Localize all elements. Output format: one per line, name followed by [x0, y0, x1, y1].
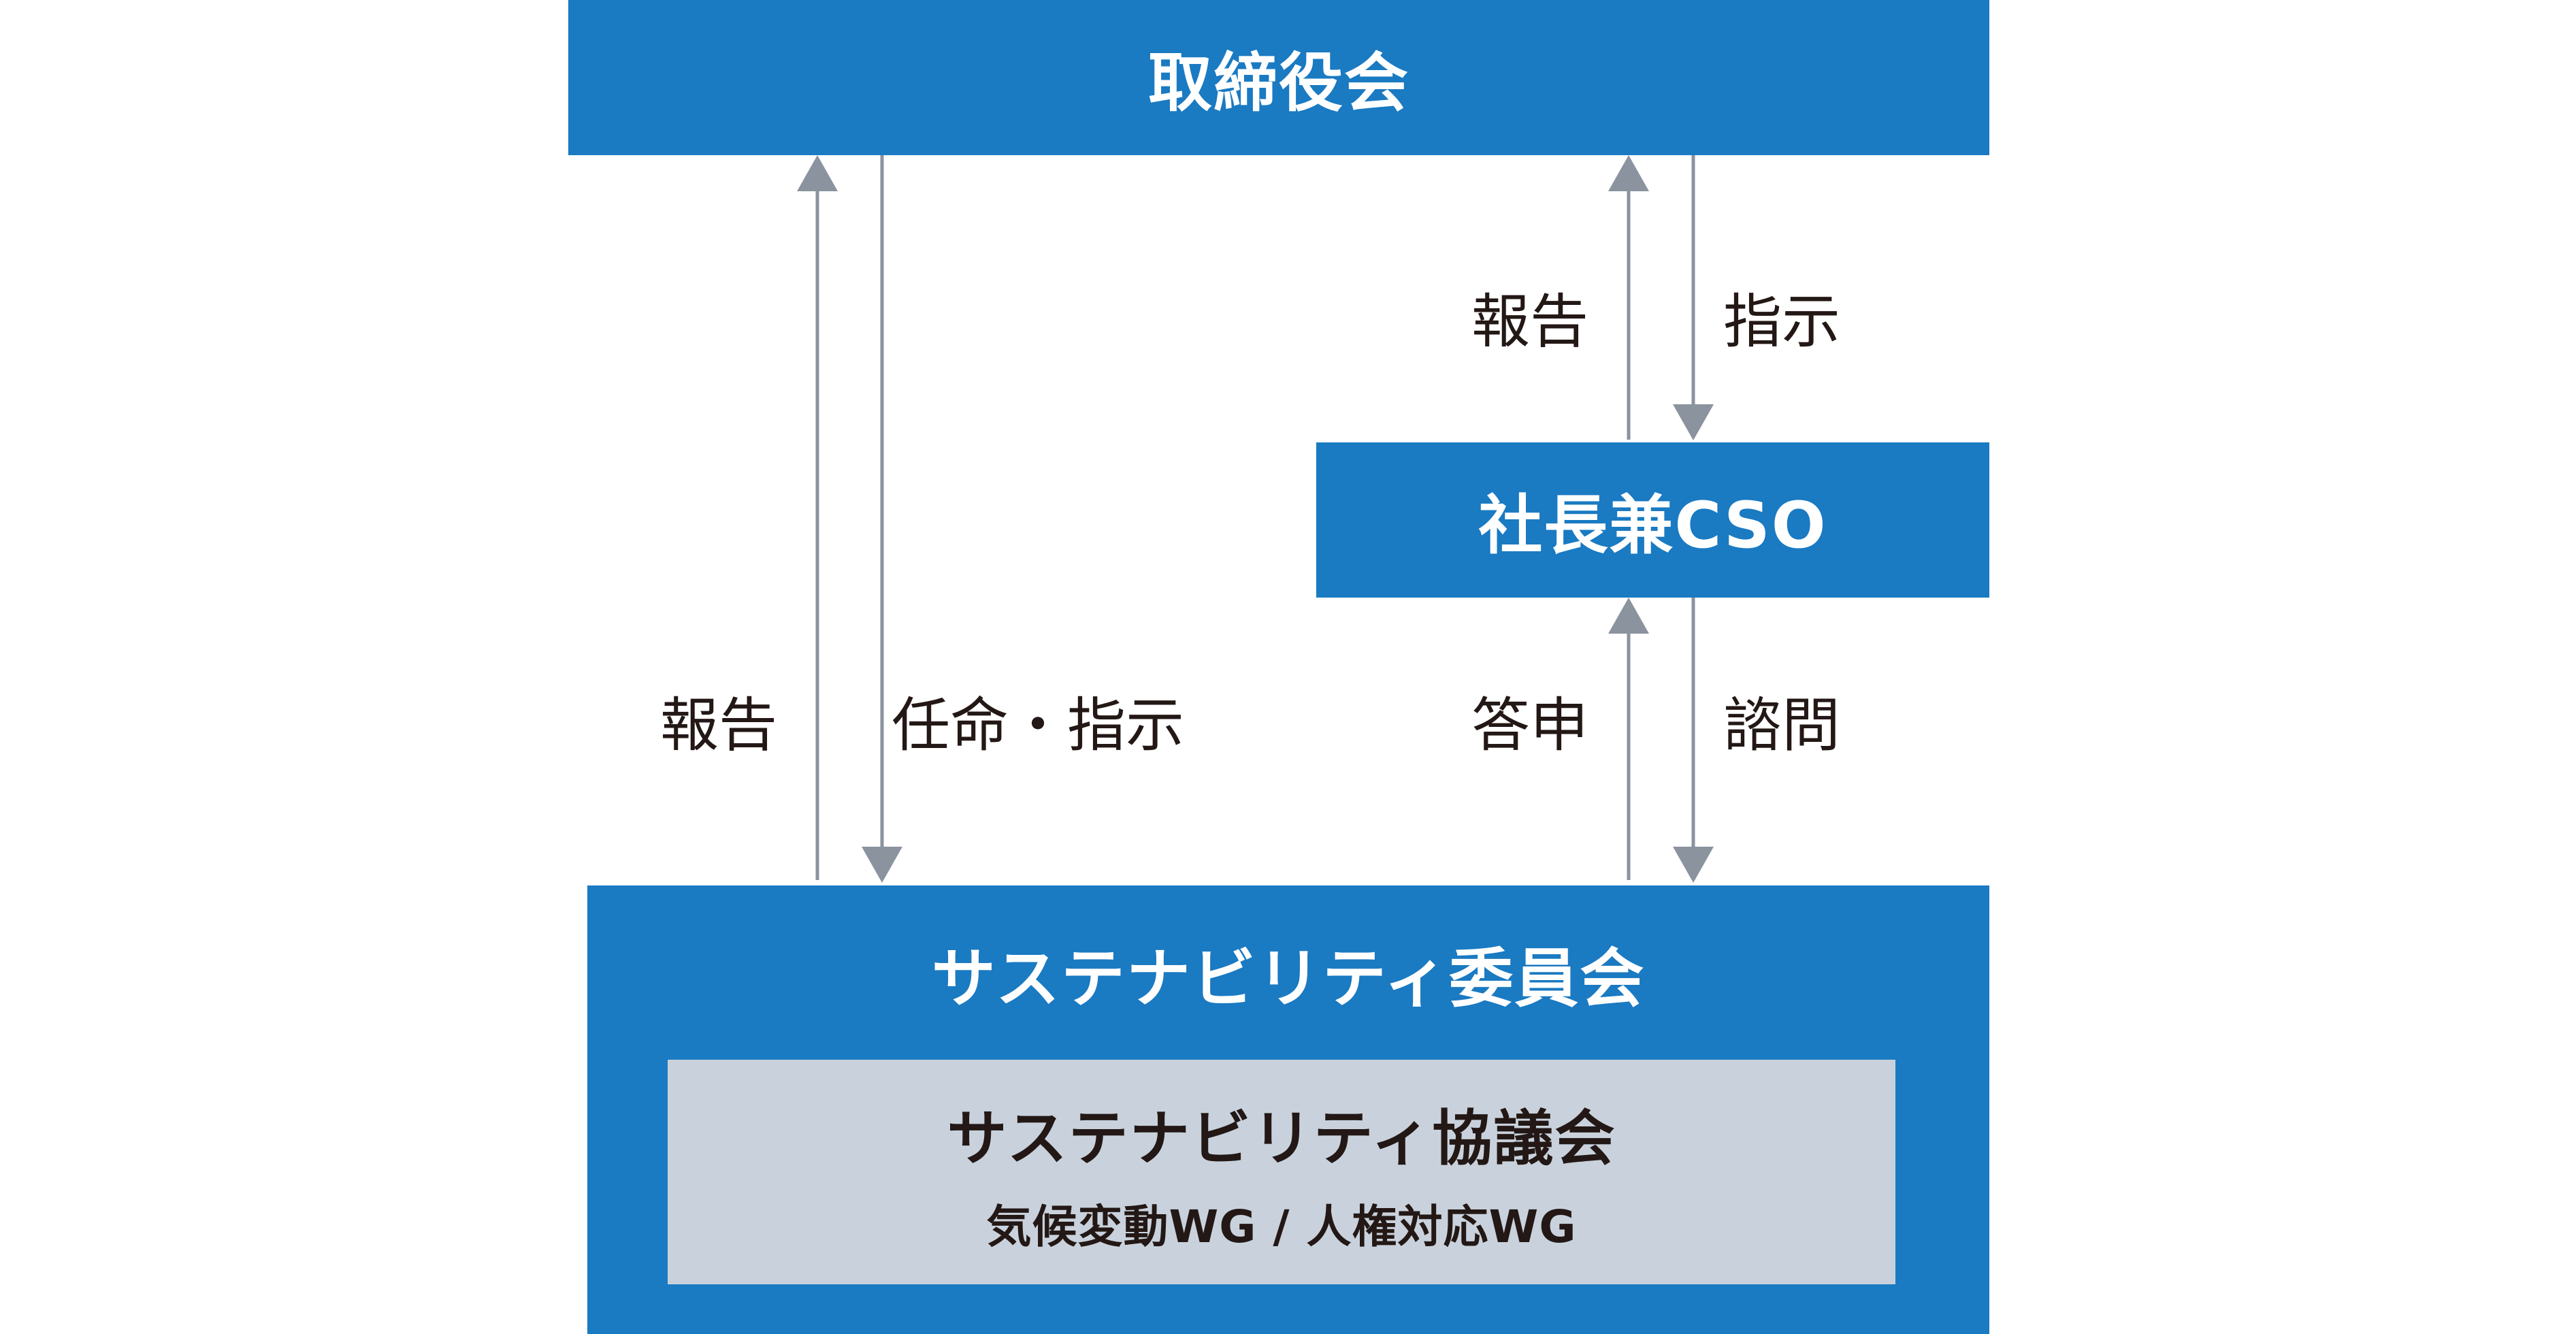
working-groups-label: 気候変動WG / 人権対応WG: [986, 1201, 1577, 1253]
edge-label-committee-to-cso: 答申: [1471, 692, 1588, 760]
cso-label: 社長兼CSO: [1478, 489, 1827, 563]
council-label: サステナビリティ協議会: [947, 1103, 1616, 1173]
arrow-board-to-committee: [862, 155, 902, 883]
arrow-cso-to-board: [1608, 155, 1649, 440]
arrow-committee-to-board: [797, 155, 838, 880]
edge-label-committee-to-board: 報告: [660, 692, 777, 760]
edge-label-cso-to-board: 報告: [1471, 288, 1588, 356]
edge-label-board-to-cso: 指示: [1723, 288, 1840, 356]
arrow-committee-to-cso: [1608, 598, 1649, 880]
edge-label-board-to-committee: 任命・指示: [892, 692, 1184, 760]
arrow-cso-to-committee: [1673, 598, 1714, 883]
cso-node: 社長兼CSO: [1316, 442, 1989, 598]
arrow-board-to-cso: [1673, 155, 1714, 440]
council-node: サステナビリティ協議会 気候変動WG / 人権対応WG: [668, 1060, 1895, 1284]
board-node: 取締役会: [568, 0, 1989, 155]
board-label: 取締役会: [1147, 46, 1409, 120]
committee-label: サステナビリティ委員会: [931, 942, 1646, 1016]
committee-node: サステナビリティ委員会 サステナビリティ協議会 気候変動WG / 人権対応WG: [587, 885, 1989, 1334]
edge-label-cso-to-committee: 諮問: [1723, 692, 1840, 760]
